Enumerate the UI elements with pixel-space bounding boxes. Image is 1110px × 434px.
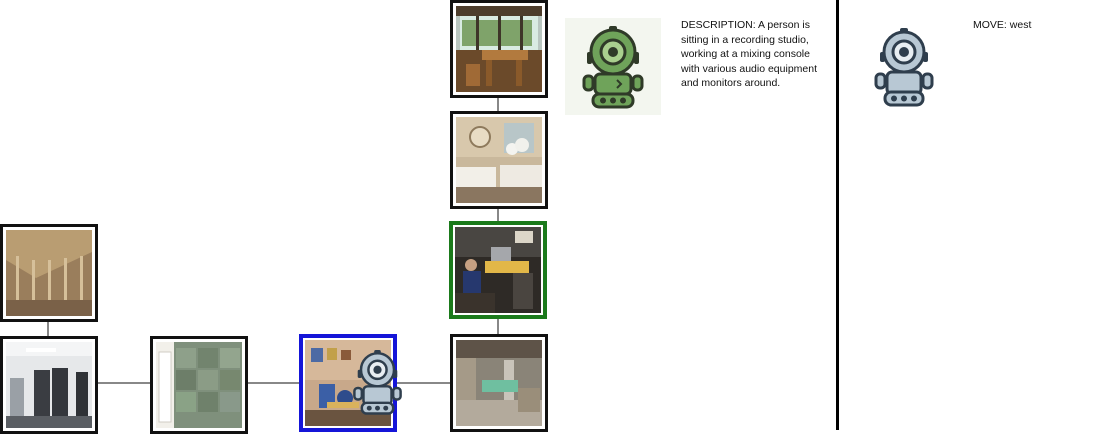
map-edge [95,382,150,384]
scene-thumbnail [6,342,92,428]
move-label: MOVE: [973,19,1007,31]
panel-divider [836,0,839,430]
map-edge [245,382,300,384]
map-node-patio-room[interactable] [450,0,548,98]
scene-thumbnail [456,6,542,92]
navigation-map [0,0,560,434]
map-edge [397,382,450,384]
map-edge [497,92,499,114]
scene-thumbnail [455,227,541,313]
agent-robot-icon [872,28,936,108]
description-body: A person is sitting in a recording studi… [681,19,817,89]
map-node-basement[interactable] [450,334,548,432]
agent-robot-icon [350,350,405,416]
map-edge [497,204,499,224]
map-node-locker-room[interactable] [0,336,98,434]
description-label: DESCRIPTION: [681,19,756,31]
description-panel: DESCRIPTION: A person is sitting in a re… [565,18,835,118]
goal-robot-icon [565,18,661,115]
map-node-recording-studio[interactable] [449,221,547,319]
map-edge [497,318,499,336]
move-direction: west [1009,19,1032,31]
scene-thumbnail [456,340,542,426]
map-edge [47,318,49,336]
move-text: MOVE: west [973,19,1031,31]
map-node-bathroom[interactable] [450,111,548,209]
map-node-attic[interactable] [0,224,98,322]
description-text: DESCRIPTION: A person is sitting in a re… [681,18,831,91]
map-node-shower[interactable] [150,336,248,434]
scene-thumbnail [456,117,542,203]
scene-thumbnail [6,230,92,316]
move-panel: MOVE: west [840,0,1110,120]
scene-thumbnail [156,342,242,428]
